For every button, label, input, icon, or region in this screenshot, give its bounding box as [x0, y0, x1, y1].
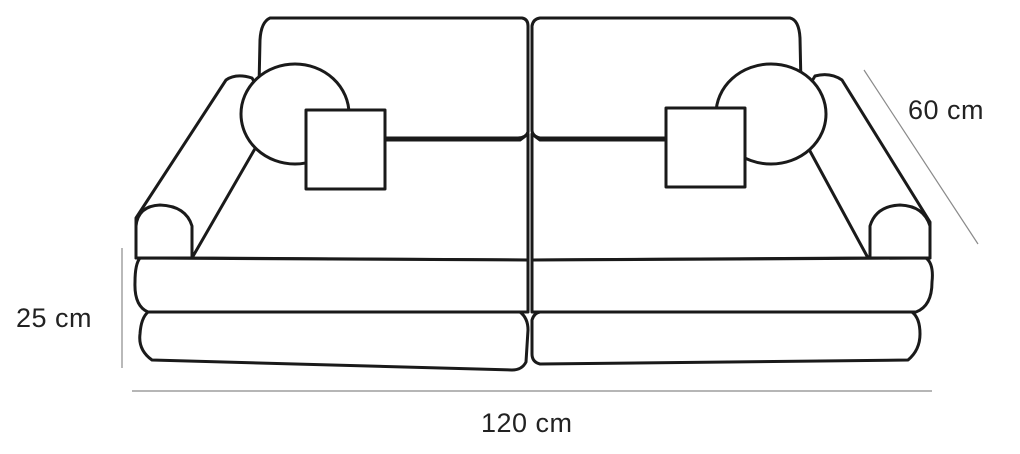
square-pillow-left — [304, 108, 387, 191]
armrest-left-end — [134, 203, 194, 260]
depth-label: 60 cm — [908, 95, 985, 125]
depth-dimension-line — [863, 69, 979, 245]
width-label: 120 cm — [481, 408, 573, 438]
armrest-right-end — [868, 203, 932, 260]
base-front-right — [530, 310, 922, 366]
seat-front-upper-right — [530, 256, 934, 314]
height-label: 25 cm — [16, 303, 93, 333]
square-pillow-right — [664, 106, 747, 189]
base-front-left — [138, 310, 530, 372]
seat-front-upper-left — [133, 256, 530, 314]
seat-top-right — [530, 132, 870, 262]
